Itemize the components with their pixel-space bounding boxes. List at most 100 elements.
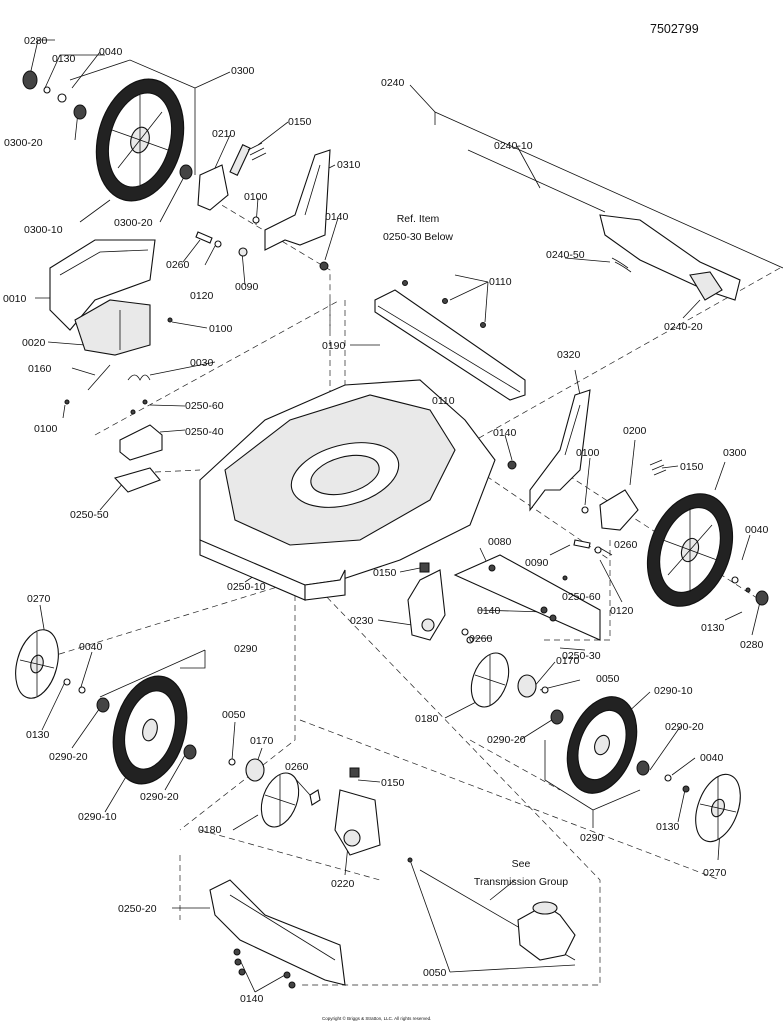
callout-0280r: 0280 (740, 639, 764, 651)
callout-0100: 0100 (244, 191, 268, 203)
callout-0140d: 0140 (240, 993, 264, 1005)
height-plate-right (507, 389, 591, 512)
callout-0240: 0240 (381, 77, 405, 89)
callout-0210: 0210 (212, 128, 236, 140)
upper-handle (467, 149, 741, 301)
bracket-and-flap (113, 424, 163, 493)
drive-gear-right (470, 652, 564, 725)
callout-0120: 0120 (190, 290, 214, 302)
callout-0150: 0150 (288, 116, 312, 128)
callout-0220: 0220 (331, 878, 355, 890)
rear-baffle (374, 280, 526, 401)
callout-0260: 0260 (166, 259, 190, 271)
ref-item-note: Ref. Item (397, 213, 440, 225)
callout-0260b: 0260 (614, 539, 638, 551)
height-adjuster-right (573, 459, 667, 554)
callout-0260c: 0260 (469, 633, 493, 645)
callout-0300r: 0300 (723, 447, 747, 459)
callout-0090: 0090 (235, 281, 259, 293)
callout-0050b: 0050 (596, 673, 620, 685)
callout-0240-20: 0240-20 (664, 321, 703, 333)
callout-0300-10: 0300-10 (24, 224, 63, 236)
callout-0240-10: 0240-10 (494, 140, 533, 152)
copyright: Copyright © Briggs & Stratton, LLC. All … (322, 1015, 431, 1021)
callout-0270: 0270 (27, 593, 51, 605)
hardware-left (195, 231, 248, 257)
callout-0180a: 0180 (198, 824, 222, 836)
callout-0100d: 0100 (576, 447, 600, 459)
callout-0250-60: 0250-60 (185, 400, 224, 412)
callout-0250-50: 0250-50 (70, 509, 109, 521)
height-plate-left (252, 149, 331, 271)
callout-0240-50: 0240-50 (546, 249, 585, 261)
callout-0290-20d: 0290-20 (665, 721, 704, 733)
callout-0040r: 0040 (745, 524, 769, 536)
drive-gear-left (228, 758, 381, 856)
callout-0290-20a: 0290-20 (49, 751, 88, 763)
front-baffle (209, 879, 346, 989)
callout-0230: 0230 (350, 615, 374, 627)
callout-0300: 0300 (231, 65, 255, 77)
callout-0280: 0280 (24, 35, 48, 47)
callout-0310: 0310 (337, 159, 361, 171)
callout-0160: 0160 (28, 363, 52, 375)
callout-0130r2: 0130 (656, 821, 680, 833)
callout-0260d: 0260 (285, 761, 309, 773)
callout-0080: 0080 (488, 536, 512, 548)
callout-0250-10: 0250-10 (227, 581, 266, 593)
rear-wheel-right (646, 493, 769, 607)
height-adjuster-left (197, 142, 267, 211)
callout-0130: 0130 (52, 53, 76, 65)
callout-labels: 0280 0130 0040 0300 0300-20 0210 0150 03… (3, 35, 769, 1021)
discharge-chute (49, 239, 156, 356)
callout-0250-40: 0250-40 (185, 426, 224, 438)
mower-deck (199, 379, 496, 601)
callout-0010: 0010 (3, 293, 27, 305)
callout-0170a: 0170 (250, 735, 274, 747)
callout-0250-30: 0250-30 (562, 650, 601, 662)
callout-0300-20b: 0300-20 (114, 217, 153, 229)
callout-0040l: 0040 (79, 641, 103, 653)
axle-transmission (407, 857, 576, 961)
callout-0320: 0320 (557, 349, 581, 361)
callout-0140: 0140 (325, 211, 349, 223)
callout-0050a: 0050 (222, 709, 246, 721)
callout-0170b: 0170 (556, 655, 580, 667)
callout-0250-60b: 0250-60 (562, 591, 601, 603)
callout-0130l: 0130 (26, 729, 50, 741)
callout-0270r: 0270 (703, 867, 727, 879)
callout-0150b: 0150 (680, 461, 704, 473)
callout-0100b: 0100 (209, 323, 233, 335)
callout-0150c: 0150 (373, 567, 397, 579)
callout-0130r: 0130 (701, 622, 725, 634)
see-note: See (512, 858, 531, 870)
diagram-number: 7502799 (650, 22, 699, 36)
callout-0110: 0110 (489, 276, 512, 288)
front-wheel-left (15, 629, 197, 785)
front-axle-bracket (407, 554, 601, 644)
callout-0290: 0290 (234, 643, 258, 655)
callout-0180b: 0180 (415, 713, 439, 725)
callout-0290-10r: 0290-10 (654, 685, 693, 697)
callout-0140c: 0140 (477, 605, 501, 617)
callout-0300-20: 0300-20 (4, 137, 43, 149)
callout-0110b: 0110 (432, 395, 455, 407)
callout-0120b: 0120 (610, 605, 634, 617)
callout-0290-20b: 0290-20 (140, 791, 179, 803)
callout-0040r2: 0040 (700, 752, 724, 764)
callout-0050c: 0050 (423, 967, 447, 979)
see-note-line2: Transmission Group (474, 876, 568, 888)
callout-0190: 0190 (322, 340, 346, 352)
callout-0030: 0030 (190, 357, 214, 369)
front-wheel-right (566, 696, 741, 843)
rear-wheel-left (22, 70, 193, 202)
rod-spring-hardware (64, 317, 173, 415)
callout-0290-10l: 0290-10 (78, 811, 117, 823)
callout-0040: 0040 (99, 46, 123, 58)
callout-0090b: 0090 (525, 557, 549, 569)
ref-item-note-line2: 0250-30 Below (383, 231, 453, 243)
callout-0020: 0020 (22, 337, 46, 349)
callout-0250-20: 0250-20 (118, 903, 157, 915)
callout-0200: 0200 (623, 425, 647, 437)
